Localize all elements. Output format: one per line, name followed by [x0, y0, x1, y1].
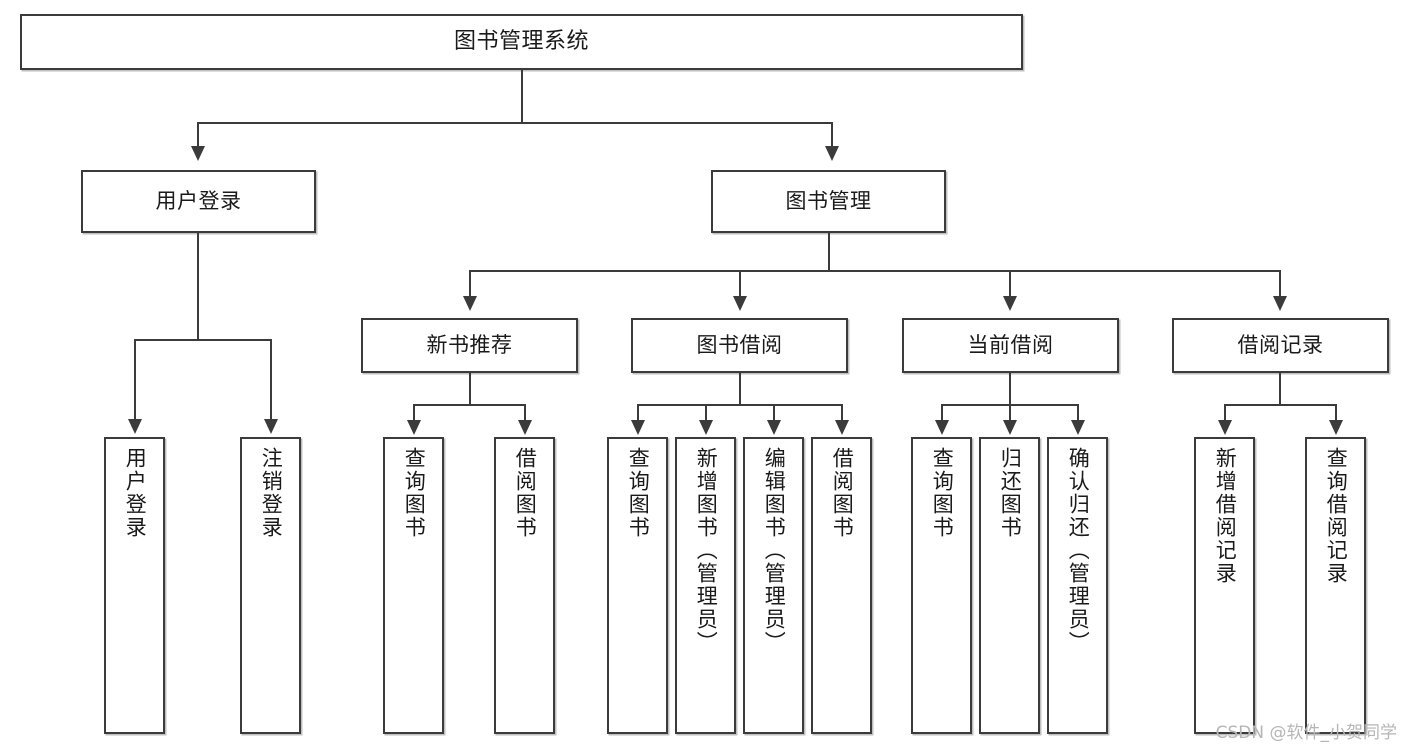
node-label: 借阅图书 — [830, 447, 855, 539]
node-label: 借阅图书 — [513, 447, 538, 539]
leaf-confirm-return-admin[interactable]: 确认归还（管理员） — [1047, 437, 1108, 734]
connector-borrow-record-to-leaf-1 — [1224, 404, 1226, 422]
connector-root-bar — [197, 122, 833, 124]
connector-book-borrow-to-leaf-3 — [773, 404, 775, 422]
arrowhead-borrow-record-to-leaf-1 — [1218, 420, 1232, 435]
node-label: 确认归还（管理员） — [1066, 447, 1091, 654]
node-book-borrow[interactable]: 图书借阅 — [631, 318, 848, 373]
connector-current-borrow-stem — [1009, 373, 1011, 404]
arrowhead-book-borrow-to-leaf-4 — [835, 420, 849, 435]
arrowhead-user-login-to-leaf-2 — [264, 419, 278, 434]
connector-root-to-book-manage — [831, 122, 833, 148]
arrowhead-book-borrow-to-leaf-3 — [767, 420, 781, 435]
connector-book-manage-to-current-borrow — [1009, 270, 1011, 298]
leaf-edit-book-admin[interactable]: 编辑图书（管理员） — [743, 437, 804, 734]
node-label: 查询图书 — [626, 447, 651, 539]
node-label: 编辑图书（管理员） — [762, 447, 787, 654]
node-label: 图书借阅 — [696, 333, 783, 358]
node-label: 查询图书 — [930, 447, 955, 539]
connector-borrow-record-bar — [1224, 404, 1337, 406]
arrowhead-book-borrow-to-leaf-1 — [631, 420, 645, 435]
connector-new-book-stem — [469, 373, 471, 404]
node-label: 当前借阅 — [967, 333, 1054, 358]
connector-current-borrow-to-leaf-1 — [941, 404, 943, 422]
leaf-borrow-book-borrow[interactable]: 借阅图书 — [811, 437, 872, 734]
leaf-query-book-current[interactable]: 查询图书 — [911, 437, 972, 734]
leaf-query-book-new-recommend[interactable]: 查询图书 — [383, 437, 444, 734]
connector-book-borrow-bar — [637, 404, 843, 406]
node-label: 查询图书 — [402, 447, 427, 539]
leaf-query-book-borrow[interactable]: 查询图书 — [607, 437, 668, 734]
node-new-book-recommend[interactable]: 新书推荐 — [361, 318, 578, 373]
node-label: 图书管理 — [785, 189, 872, 214]
arrowhead-book-manage-to-borrow-record — [1273, 296, 1287, 311]
connector-book-borrow-to-leaf-1 — [637, 404, 639, 422]
arrowhead-root-to-book-manage — [825, 146, 839, 161]
connector-book-manage-to-book-borrow — [739, 270, 741, 298]
connector-current-borrow-to-leaf-3 — [1077, 404, 1079, 422]
connector-book-borrow-to-leaf-2 — [705, 404, 707, 422]
arrowhead-current-borrow-to-leaf-1 — [935, 420, 949, 435]
connector-user-login-stem — [197, 233, 199, 339]
connector-borrow-record-stem — [1279, 373, 1281, 404]
leaf-user-login[interactable]: 用户登录 — [104, 437, 165, 734]
arrowhead-new-book-to-leaf-2 — [518, 420, 532, 435]
connector-new-book-to-leaf-2 — [524, 404, 526, 422]
node-current-borrow[interactable]: 当前借阅 — [902, 318, 1119, 373]
arrowhead-current-borrow-to-leaf-3 — [1071, 420, 1085, 435]
connector-user-login-bar — [134, 339, 272, 341]
leaf-logout-login[interactable]: 注销登录 — [240, 437, 301, 734]
node-label: 图书管理系统 — [453, 29, 589, 55]
connector-new-book-to-leaf-1 — [413, 404, 415, 422]
connector-current-borrow-to-leaf-2 — [1009, 404, 1011, 422]
arrowhead-borrow-record-to-leaf-2 — [1329, 420, 1343, 435]
node-label: 新增图书（管理员） — [694, 447, 719, 654]
arrowhead-book-manage-to-book-borrow — [733, 296, 747, 311]
arrowhead-book-manage-to-new-book — [463, 296, 477, 311]
node-borrow-record[interactable]: 借阅记录 — [1172, 318, 1389, 373]
node-label: 归还图书 — [998, 447, 1023, 539]
csdn-watermark: CSDN @软件_小贺同学 — [1215, 723, 1397, 743]
node-label: 注销登录 — [259, 447, 284, 539]
connector-book-manage-to-new-book — [469, 270, 471, 298]
node-label: 新书推荐 — [426, 333, 513, 358]
node-label: 借阅记录 — [1237, 333, 1324, 358]
arrowhead-book-manage-to-current-borrow — [1003, 296, 1017, 311]
node-label: 用户登录 — [123, 447, 148, 539]
leaf-borrow-book-new-recommend[interactable]: 借阅图书 — [494, 437, 555, 734]
connector-root-to-user-login — [197, 122, 199, 148]
connector-book-borrow-to-leaf-4 — [841, 404, 843, 422]
connector-user-login-to-leaf-2 — [270, 339, 272, 421]
arrowhead-user-login-to-leaf-1 — [128, 419, 142, 434]
node-book-manage[interactable]: 图书管理 — [711, 170, 946, 233]
connector-new-book-bar — [413, 404, 526, 406]
connector-borrow-record-to-leaf-2 — [1335, 404, 1337, 422]
leaf-add-book-admin[interactable]: 新增图书（管理员） — [675, 437, 736, 734]
arrowhead-current-borrow-to-leaf-2 — [1003, 420, 1017, 435]
node-label: 用户登录 — [155, 189, 242, 214]
connector-root-stem — [521, 70, 523, 122]
node-label: 新增借阅记录 — [1213, 447, 1238, 585]
arrowhead-root-to-user-login — [191, 146, 205, 161]
arrowhead-new-book-to-leaf-1 — [407, 420, 421, 435]
leaf-add-borrow-record[interactable]: 新增借阅记录 — [1194, 437, 1255, 734]
connector-book-borrow-stem — [739, 373, 741, 404]
connector-book-manage-to-borrow-record — [1279, 270, 1281, 298]
connector-book-manage-bar — [469, 270, 1281, 272]
node-user-login[interactable]: 用户登录 — [81, 170, 316, 233]
leaf-query-borrow-record[interactable]: 查询借阅记录 — [1305, 437, 1366, 734]
leaf-return-book[interactable]: 归还图书 — [979, 437, 1040, 734]
node-root-system[interactable]: 图书管理系统 — [20, 14, 1023, 70]
node-label: 查询借阅记录 — [1324, 447, 1349, 585]
connector-book-manage-stem — [828, 233, 830, 270]
connector-user-login-to-leaf-1 — [134, 339, 136, 421]
arrowhead-book-borrow-to-leaf-2 — [699, 420, 713, 435]
